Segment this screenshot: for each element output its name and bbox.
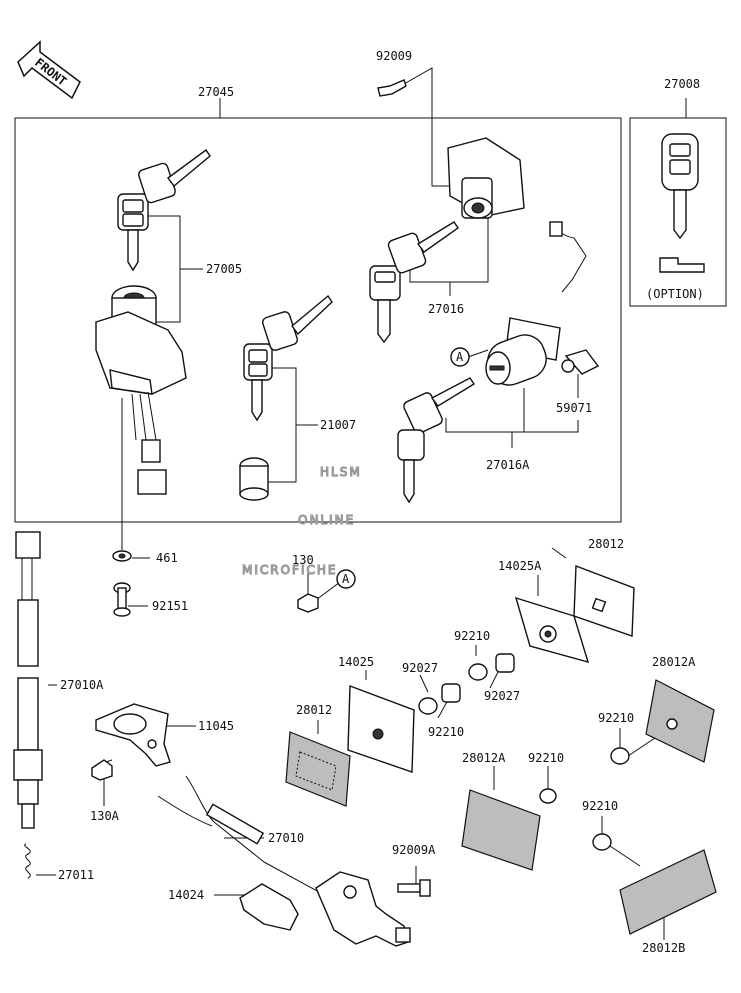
reflector-14025 <box>347 685 415 773</box>
callout-27005: 27005 <box>206 262 242 276</box>
seat-lock-27016 <box>369 137 525 344</box>
callout-28012: 28012 <box>588 537 624 551</box>
ref-marker-a-1: A <box>450 347 470 367</box>
callout-28012A-a: 28012A <box>652 655 696 669</box>
bolt-130 <box>297 593 319 613</box>
option-key-box <box>629 117 727 307</box>
bolt-92009A <box>397 879 431 897</box>
callout-92210-e: 92210 <box>582 799 618 813</box>
callout-27016: 27016 <box>428 302 464 316</box>
watermark-line-3: MICROFICHE <box>242 563 337 577</box>
stop-switch-wiring-27010 <box>157 775 411 947</box>
reflector-28012-b <box>285 731 351 807</box>
callout-21007: 21007 <box>320 418 356 432</box>
watermark-line-1: HLSM <box>320 465 362 479</box>
bolt-92151 <box>113 582 131 617</box>
ignition-set-box <box>14 117 622 523</box>
reflector-28012A-a <box>645 679 715 763</box>
watermark: HLSM ONLINE MICROFICHE <box>241 464 362 577</box>
front-arrow: FRONT <box>17 40 81 100</box>
key-21007 <box>239 294 333 501</box>
callout-14025A: 14025A <box>498 559 542 573</box>
nut-92210-e <box>592 833 612 851</box>
nut-92210-c <box>610 747 630 765</box>
ref-marker-a-2: A <box>336 569 356 589</box>
spacer-92027-b <box>441 683 461 703</box>
callout-92027-b: 92027 <box>484 689 520 703</box>
reflector-28012B <box>619 849 717 935</box>
key-27005 <box>117 149 211 272</box>
callout-14024: 14024 <box>168 888 204 902</box>
callout-461: 461 <box>156 551 178 565</box>
bracket-11045 <box>91 703 171 781</box>
reflector-14025A <box>514 596 590 664</box>
callout-130: 130 <box>292 553 314 567</box>
callout-92009: 92009 <box>376 49 412 63</box>
spacer-92027-a <box>495 653 515 673</box>
callout-92210-d: 92210 <box>528 751 564 765</box>
callout-92210-b: 92210 <box>428 725 464 739</box>
nut-92210-b <box>418 697 438 715</box>
nut-92210-d <box>539 788 557 804</box>
callout-28012B: 28012B <box>642 941 685 955</box>
callout-92210-a: 92210 <box>454 629 490 643</box>
screw-92009 <box>377 79 407 97</box>
callout-92027-a: 92027 <box>402 661 438 675</box>
option-key-27008 <box>659 133 705 273</box>
reflector-28012A-b <box>461 789 541 871</box>
option-label: (OPTION) <box>646 287 704 301</box>
callout-92151: 92151 <box>152 599 188 613</box>
callout-59071: 59071 <box>556 401 592 415</box>
callout-92009A: 92009A <box>392 843 436 857</box>
callout-92210-c: 92210 <box>598 711 634 725</box>
callout-14025: 14025 <box>338 655 374 669</box>
callout-27008: 27008 <box>664 77 700 91</box>
washer-461 <box>112 550 132 562</box>
callout-28012A-b: 28012A <box>462 751 506 765</box>
callout-labels: 92009 27045 27008 27005 27016 (OPTION) 2… <box>58 49 704 955</box>
switch-harness-27010A <box>13 531 43 879</box>
callout-27045: 27045 <box>198 85 234 99</box>
lock-27016A <box>397 221 600 504</box>
ref-mark-a-2: A <box>342 572 350 586</box>
callout-27016A: 27016A <box>486 458 530 472</box>
callout-27010A: 27010A <box>60 678 104 692</box>
nut-92210-a <box>468 663 488 681</box>
callout-28012-b: 28012 <box>296 703 332 717</box>
callout-11045: 11045 <box>198 719 234 733</box>
ref-mark-a-1: A <box>456 350 464 364</box>
watermark-line-2: ONLINE <box>298 513 355 527</box>
callout-130A: 130A <box>90 809 120 823</box>
reflector-28012 <box>573 565 635 637</box>
callout-27010: 27010 <box>268 831 304 845</box>
callout-27011: 27011 <box>58 868 94 882</box>
ignition-switch <box>95 285 187 495</box>
